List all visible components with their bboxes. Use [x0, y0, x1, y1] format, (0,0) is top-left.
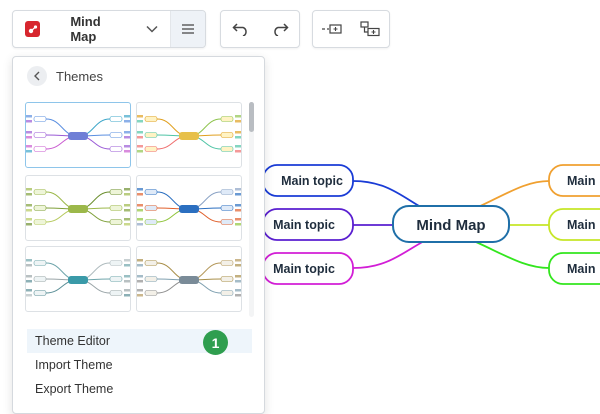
central-topic-node[interactable]: Mind Map	[392, 205, 510, 243]
topic-node-left-1[interactable]: Main topic	[262, 164, 354, 197]
theme-gallery	[25, 102, 243, 317]
insert-topic-icon	[322, 24, 342, 34]
topic-label: Main	[567, 262, 595, 276]
back-button[interactable]	[27, 66, 47, 86]
topic-node-right-2[interactable]: Main	[548, 208, 600, 241]
app-logo-icon[interactable]	[25, 21, 41, 37]
topic-label: Main topic	[281, 174, 343, 188]
document-menu-chevron[interactable]	[138, 11, 167, 47]
themes-panel-title: Themes	[56, 68, 103, 84]
theme-thumbnail[interactable]	[25, 175, 131, 241]
topic-node-left-3[interactable]: Main topic	[262, 252, 354, 285]
menu-item-export-theme[interactable]: Export Theme	[35, 382, 114, 396]
topic-node-right-3[interactable]: Main	[548, 252, 600, 285]
themes-panel: Themes Theme Editor Import Theme Export …	[12, 56, 265, 414]
history-toolbar	[220, 10, 300, 48]
connector-right-3	[475, 241, 550, 269]
topic-node-right-1[interactable]: Main	[548, 164, 600, 197]
theme-gallery-scrollbar-track[interactable]	[249, 102, 254, 317]
theme-thumbnail[interactable]	[136, 102, 242, 168]
chevron-down-icon	[146, 25, 158, 33]
theme-preview	[26, 188, 130, 226]
document-title[interactable]: Mind Map	[70, 14, 101, 44]
undo-icon	[231, 23, 247, 36]
step-number-badge: 1	[203, 330, 228, 355]
topic-label: Main topic	[273, 218, 335, 232]
theme-thumbnail[interactable]	[136, 246, 242, 312]
themes-panel-header: Themes	[27, 66, 103, 86]
menu-item-import-theme[interactable]: Import Theme	[35, 358, 113, 372]
undo-button[interactable]	[221, 11, 260, 47]
insert-toolbar	[312, 10, 390, 48]
theme-preview	[137, 259, 241, 297]
topic-label: Main	[567, 218, 595, 232]
central-topic-label: Mind Map	[416, 217, 485, 234]
insert-topic-button[interactable]	[313, 11, 351, 47]
theme-preview	[137, 188, 241, 226]
hamburger-menu-icon	[182, 24, 195, 34]
theme-thumbnail[interactable]	[25, 102, 131, 168]
theme-preview	[137, 115, 241, 153]
theme-gallery-scrollbar[interactable]	[249, 102, 254, 132]
theme-preview	[26, 259, 130, 297]
theme-thumbnail[interactable]	[136, 175, 242, 241]
theme-preview	[26, 115, 130, 153]
topic-label: Main	[567, 174, 595, 188]
chevron-left-icon	[34, 71, 40, 81]
redo-icon	[273, 23, 289, 36]
connector-right-1	[475, 180, 550, 209]
redo-button[interactable]	[260, 11, 299, 47]
main-menu-button[interactable]	[170, 11, 205, 47]
insert-subtopic-button[interactable]	[351, 11, 389, 47]
document-toolbar: Mind Map	[12, 10, 206, 48]
topic-node-left-2[interactable]: Main topic	[262, 208, 354, 241]
insert-subtopic-icon	[360, 21, 380, 37]
topic-label: Main topic	[273, 262, 335, 276]
theme-thumbnail[interactable]	[25, 246, 131, 312]
